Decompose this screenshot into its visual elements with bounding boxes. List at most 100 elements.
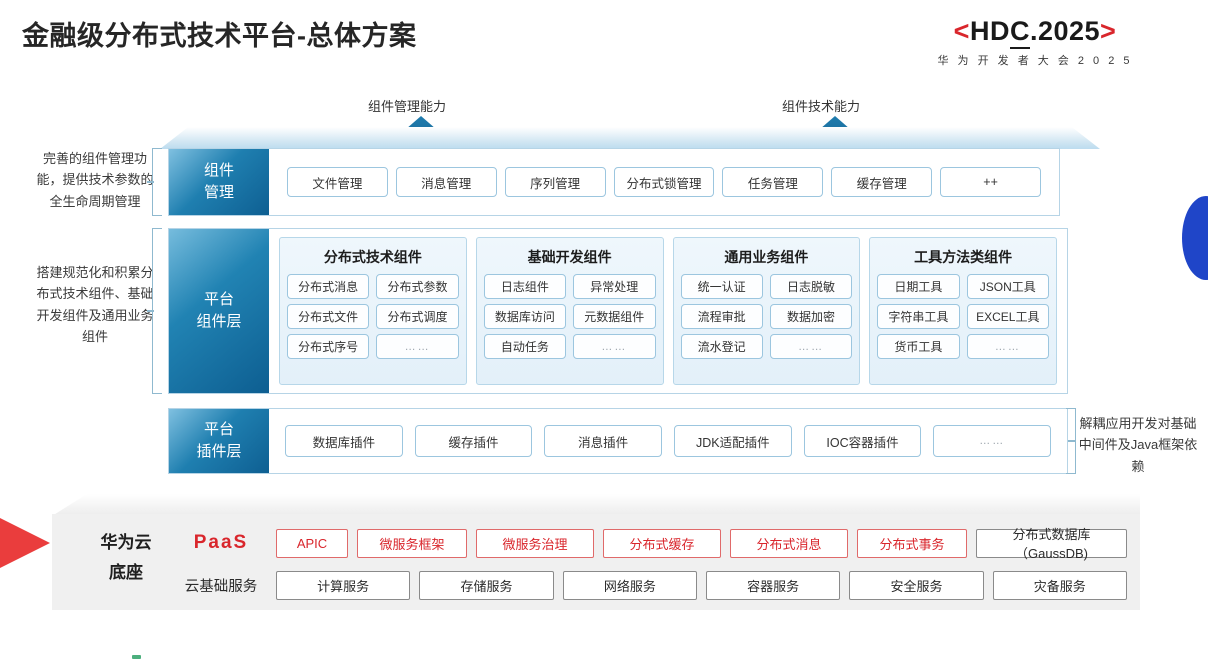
group-title: 分布式技术组件 bbox=[323, 249, 422, 265]
huawei-cloud-base-label: 华为云 底座 bbox=[78, 528, 174, 588]
logo-text-hd: HD bbox=[969, 16, 1010, 46]
chip-distributed-lock-management[interactable]: 分布式锁管理 bbox=[613, 167, 715, 197]
hdc-logo: <HDC.2025> 华 为 开 发 者 大 会 2 0 2 5 bbox=[870, 16, 1200, 68]
row-body-platform-plugin-layer: 数据库插件 缓存插件 消息插件 JDK适配插件 IOC容器插件 …… bbox=[269, 409, 1067, 473]
chip-compute-service[interactable]: 计算服务 bbox=[276, 570, 411, 600]
row-label-platform-plugin-layer: 平台 插件层 bbox=[169, 409, 269, 473]
chip-distributed-parameter[interactable]: 分布式参数 bbox=[376, 274, 459, 299]
red-arrow-decoration bbox=[0, 495, 50, 591]
chip-database-plugin[interactable]: 数据库插件 bbox=[285, 425, 403, 457]
chip-microservice-governance[interactable]: 微服务治理 bbox=[476, 528, 594, 558]
chip-more-ellipsis[interactable]: …… bbox=[933, 425, 1052, 457]
chip-cache-management[interactable]: 缓存管理 bbox=[831, 167, 933, 197]
chip-unified-authentication[interactable]: 统一认证 bbox=[680, 274, 763, 299]
base-label-line1: 华为云 bbox=[100, 533, 152, 552]
group-distributed-technology-components: 分布式技术组件 分布式消息 分布式参数 分布式文件 分布式调度 分布式序号 …… bbox=[279, 237, 467, 385]
chip-distributed-sequence[interactable]: 分布式序号 bbox=[287, 334, 370, 359]
chip-log-component[interactable]: 日志组件 bbox=[483, 274, 567, 299]
chip-distributed-database-gaussdb[interactable]: 分布式数据库（GaussDB) bbox=[976, 527, 1127, 561]
green-mark-decoration bbox=[132, 655, 141, 659]
chip-more-ellipsis[interactable]: …… bbox=[966, 334, 1049, 359]
group-grid: 统一认证 日志脱敏 流程审批 数据加密 流水登记 …… bbox=[680, 274, 853, 359]
row-platform-plugin-layer: 平台 插件层 数据库插件 缓存插件 消息插件 JDK适配插件 IOC容器插件 …… bbox=[168, 408, 1068, 474]
chip-currency-tool[interactable]: 货币工具 bbox=[877, 334, 960, 359]
logo-text-c: C bbox=[1009, 16, 1030, 49]
chip-json-tool[interactable]: JSON工具 bbox=[966, 274, 1049, 299]
arrow-label-component-management: 组件管理能力 bbox=[368, 99, 447, 114]
chip-distributed-message[interactable]: 分布式消息 bbox=[287, 274, 370, 299]
chip-distributed-cache[interactable]: 分布式缓存 bbox=[603, 528, 721, 558]
chip-network-service[interactable]: 网络服务 bbox=[562, 570, 697, 600]
chip-microservice-framework[interactable]: 微服务框架 bbox=[357, 528, 467, 558]
arrow-label-component-technology: 组件技术能力 bbox=[782, 99, 861, 114]
chip-transaction-registration[interactable]: 流水登记 bbox=[680, 334, 763, 359]
chip-message-management[interactable]: 消息管理 bbox=[395, 167, 497, 197]
group-basic-development-components: 基础开发组件 日志组件 异常处理 数据库访问 元数据组件 自动任务 …… bbox=[475, 237, 664, 385]
row-label-line1: 平台 bbox=[203, 421, 234, 439]
row-label-line2: 插件层 bbox=[196, 443, 242, 460]
chip-data-encryption[interactable]: 数据加密 bbox=[769, 304, 853, 329]
chip-exception-handling[interactable]: 异常处理 bbox=[573, 274, 656, 299]
logo-text-year: .2025 bbox=[1029, 16, 1101, 46]
stack-top-face bbox=[160, 127, 1100, 149]
chip-file-management[interactable]: 文件管理 bbox=[287, 167, 388, 197]
row-component-management: 组件 管理 文件管理 消息管理 序列管理 分布式锁管理 任务管理 缓存管理 ++ bbox=[168, 148, 1060, 216]
chip-message-plugin[interactable]: 消息插件 bbox=[544, 425, 663, 457]
chip-disaster-recovery-service[interactable]: 灾备服务 bbox=[992, 570, 1127, 600]
chip-container-service[interactable]: 容器服务 bbox=[705, 570, 841, 600]
chip-distributed-scheduling[interactable]: 分布式调度 bbox=[376, 304, 459, 329]
bracket-nub-platform-plugins bbox=[1068, 440, 1075, 442]
group-title: 基础开发组件 bbox=[527, 249, 612, 265]
row-label-line2: 管理 bbox=[203, 184, 234, 201]
chip-more-ellipsis[interactable]: …… bbox=[376, 334, 459, 359]
logo-left-bracket: < bbox=[953, 16, 970, 46]
group-general-business-components: 通用业务组件 统一认证 日志脱敏 流程审批 数据加密 流水登记 …… bbox=[672, 237, 861, 385]
chip-distributed-message[interactable]: 分布式消息 bbox=[730, 528, 848, 558]
chip-string-tool[interactable]: 字符串工具 bbox=[877, 304, 960, 329]
annotation-left-component-management: 完善的组件管理功能，提供技术参数的全生命周期管理 bbox=[36, 151, 154, 209]
hdc-logo-subtitle: 华 为 开 发 者 大 会 2 0 2 5 bbox=[937, 55, 1133, 67]
chip-distributed-transaction[interactable]: 分布式事务 bbox=[857, 528, 967, 558]
chip-distributed-file[interactable]: 分布式文件 bbox=[287, 304, 370, 329]
cloud-services-row: 云基础服务 计算服务 存储服务 网络服务 容器服务 安全服务 灾备服务 bbox=[175, 569, 1127, 601]
annotation-right-decoupling: 解耦应用开发对基础中间件及Java框架依赖 bbox=[1078, 416, 1198, 474]
paas-label: PaaS bbox=[193, 532, 249, 553]
page-title: 金融级分布式技术平台-总体方案 bbox=[22, 21, 417, 51]
chip-apic[interactable]: APIC bbox=[276, 528, 348, 558]
row-body-platform-component-layer: 分布式技术组件 分布式消息 分布式参数 分布式文件 分布式调度 分布式序号 ……… bbox=[269, 229, 1067, 393]
base-rows: PaaS APIC 微服务框架 微服务治理 分布式缓存 分布式消息 分布式事务 … bbox=[175, 527, 1127, 601]
chip-excel-tool[interactable]: EXCEL工具 bbox=[966, 304, 1049, 329]
chip-process-approval[interactable]: 流程审批 bbox=[680, 304, 763, 329]
row-label-line1: 组件 bbox=[203, 162, 234, 180]
blue-circle-decoration bbox=[1182, 196, 1208, 280]
chip-more-plus[interactable]: ++ bbox=[940, 167, 1042, 197]
chip-automatic-task[interactable]: 自动任务 bbox=[483, 334, 567, 359]
bracket-nub-component-management bbox=[147, 181, 154, 183]
chip-more-ellipsis[interactable]: …… bbox=[769, 334, 853, 359]
chip-sequence-management[interactable]: 序列管理 bbox=[504, 167, 606, 197]
chip-database-access[interactable]: 数据库访问 bbox=[483, 304, 567, 329]
chip-metadata-component[interactable]: 元数据组件 bbox=[573, 304, 656, 329]
row-body-component-management: 文件管理 消息管理 序列管理 分布式锁管理 任务管理 缓存管理 ++ bbox=[269, 149, 1059, 215]
annotation-left-platform-components: 搭建规范化和积累分布式技术组件、基础开发组件及通用业务组件 bbox=[36, 265, 154, 345]
chip-date-tool[interactable]: 日期工具 bbox=[877, 274, 960, 299]
bracket-platform-plugins bbox=[1066, 408, 1076, 474]
row-label-line2: 组件层 bbox=[196, 313, 242, 330]
bracket-nub-platform-components bbox=[147, 310, 154, 312]
base-label-line2: 底座 bbox=[109, 562, 143, 582]
paas-row: PaaS APIC 微服务框架 微服务治理 分布式缓存 分布式消息 分布式事务 … bbox=[175, 527, 1127, 561]
chip-task-management[interactable]: 任务管理 bbox=[722, 167, 824, 197]
chip-storage-service[interactable]: 存储服务 bbox=[419, 570, 554, 600]
group-grid: 日期工具 JSON工具 字符串工具 EXCEL工具 货币工具 …… bbox=[877, 274, 1049, 359]
row-label-platform-component-layer: 平台 组件层 bbox=[169, 229, 269, 393]
chip-log-desensitization[interactable]: 日志脱敏 bbox=[769, 274, 853, 299]
chip-more-ellipsis[interactable]: …… bbox=[573, 334, 656, 359]
chip-security-service[interactable]: 安全服务 bbox=[849, 570, 984, 600]
group-grid: 分布式消息 分布式参数 分布式文件 分布式调度 分布式序号 …… bbox=[287, 274, 459, 359]
row-label-line1: 平台 bbox=[203, 291, 234, 309]
chip-jdk-adapter-plugin[interactable]: JDK适配插件 bbox=[674, 425, 792, 457]
row-label-component-management: 组件 管理 bbox=[169, 149, 269, 215]
chip-cache-plugin[interactable]: 缓存插件 bbox=[414, 425, 533, 457]
logo-right-bracket: > bbox=[1100, 16, 1117, 46]
chip-ioc-container-plugin[interactable]: IOC容器插件 bbox=[803, 425, 922, 457]
